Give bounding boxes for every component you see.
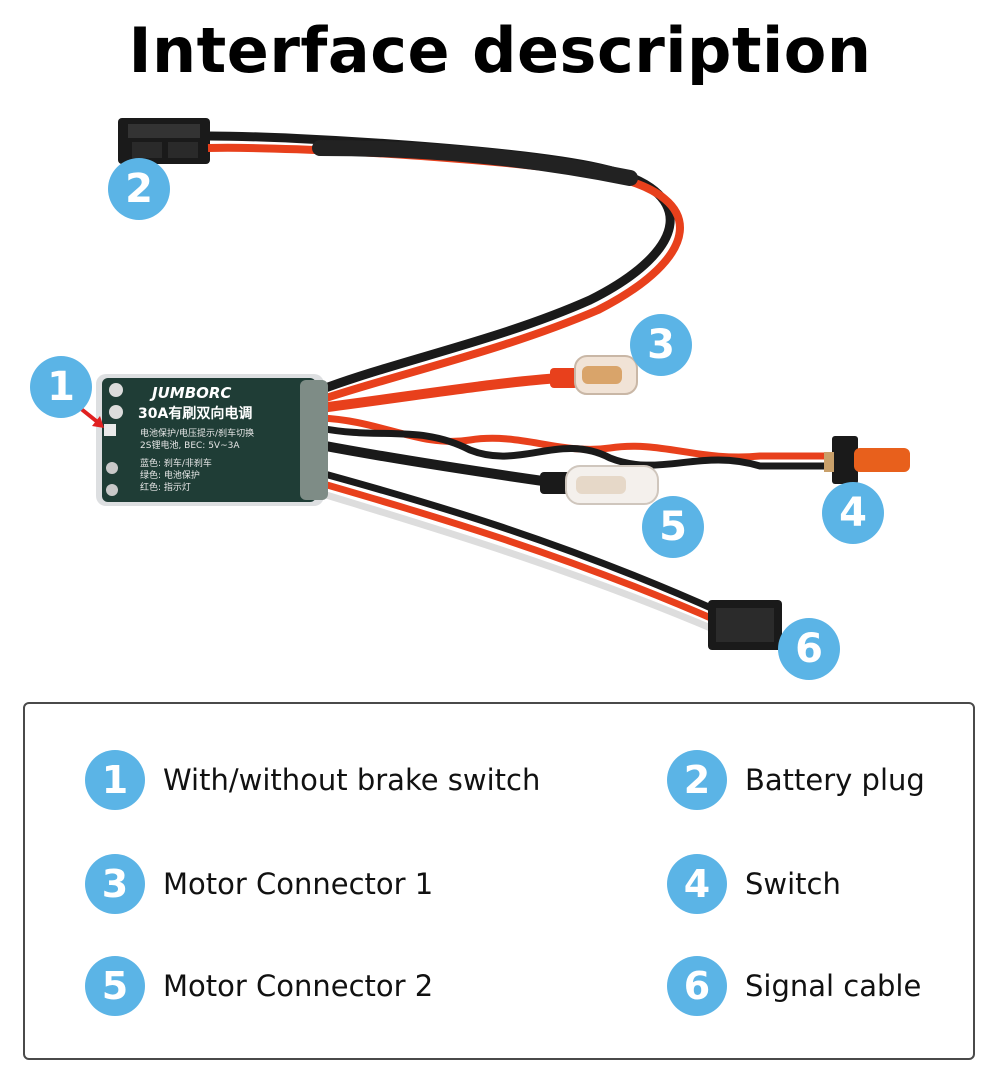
legend-number: 2 [667,750,727,810]
legend-label: Switch [745,867,841,901]
callout-1: 1 [30,356,92,418]
legend-label: Battery plug [745,763,925,797]
legend-item: 4 Switch [667,854,841,914]
signal-connector [708,600,782,650]
esc-line5: 红色: 指示灯 [140,481,191,493]
callout-4: 4 [822,482,884,544]
legend-number: 3 [85,854,145,914]
esc-line2: 2S锂电池, BEC: 5V~3A [140,439,240,451]
legend-item: 1 With/without brake switch [85,750,540,810]
legend-item: 5 Motor Connector 2 [85,956,433,1016]
page-title: Interface description [128,14,872,87]
legend-number: 1 [85,750,145,810]
battery-plug [118,118,210,164]
legend-label: With/without brake switch [163,763,541,797]
callout-3: 3 [630,314,692,376]
esc-model: 30A有刷双向电调 [138,405,252,422]
esc-line3: 蓝色: 刹车/非刹车 [140,457,212,469]
legend-item: 6 Signal cable [667,956,921,1016]
power-switch [824,436,910,484]
legend-item: 3 Motor Connector 1 [85,854,433,914]
esc-board: JUMBORC 30A有刷双向电调 电池保护/电压提示/刹车切换 2S锂电池, … [96,374,328,506]
legend-item: 2 Battery plug [667,750,925,810]
esc-line1: 电池保护/电压提示/刹车切换 [140,427,254,439]
esc-line4: 绿色: 电池保护 [140,469,200,481]
legend-panel: 1 With/without brake switch 2 Battery pl… [23,702,975,1060]
esc-illustration: JUMBORC 30A有刷双向电调 电池保护/电压提示/刹车切换 2S锂电池, … [78,118,910,650]
legend-label: Motor Connector 1 [163,867,434,901]
legend-number: 6 [667,956,727,1016]
callout-5: 5 [642,496,704,558]
esc-brand: JUMBORC [149,384,231,402]
legend-label: Motor Connector 2 [163,969,434,1003]
arrow-icon [78,406,104,428]
legend-number: 4 [667,854,727,914]
legend-label: Signal cable [745,969,922,1003]
legend-number: 5 [85,956,145,1016]
callout-6: 6 [778,618,840,680]
callout-2: 2 [108,158,170,220]
